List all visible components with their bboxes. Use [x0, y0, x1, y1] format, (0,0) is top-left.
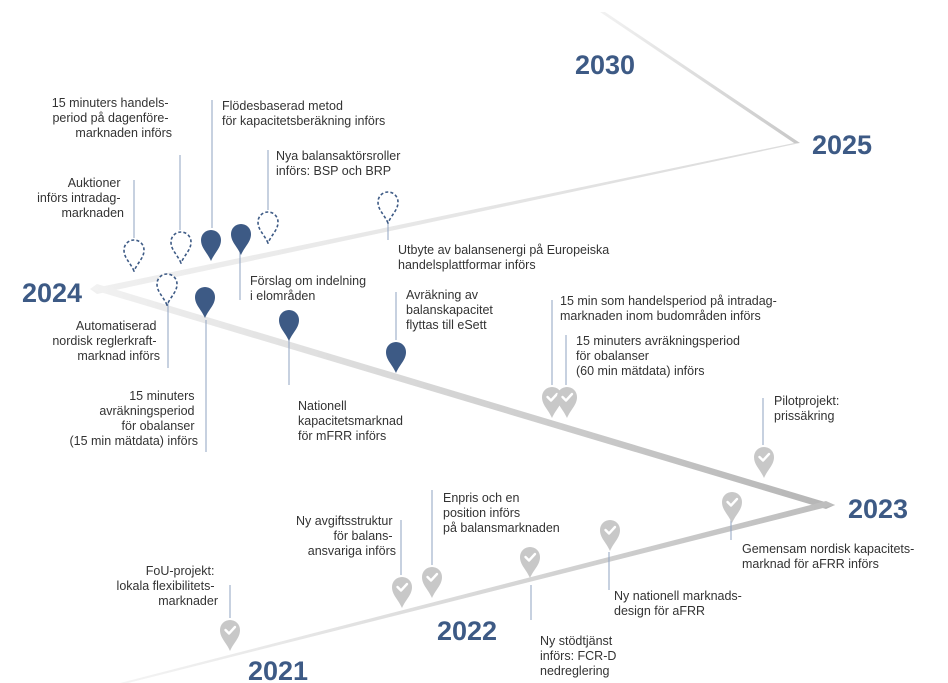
filled-pin-icon — [201, 230, 221, 261]
milestone-esett: Avräkning av balanskapacitet flyttas til… — [406, 288, 496, 332]
check-pin-icon — [555, 385, 579, 419]
milestone-elomraden: Förslag om indelning i elområden — [250, 274, 370, 303]
filled-pin-icon — [231, 224, 251, 255]
milestone-avgiftsstruktur: Ny avgiftsstruktur för balans- ansvariga… — [296, 514, 396, 558]
dashed-pin-icon — [123, 239, 145, 272]
year-2021: 2021 — [248, 656, 308, 683]
check-pin-icon — [720, 490, 744, 524]
year-2022: 2022 — [437, 616, 497, 646]
dashed-pin-icon — [257, 211, 279, 244]
milestone-mfrr: Nationell kapacitetsmarknad för mFRR inf… — [298, 399, 406, 443]
segment-2030-2025 — [600, 12, 800, 143]
check-pin-icon — [518, 545, 542, 579]
check-pin-icon — [218, 618, 242, 652]
milestone-intradag-budomraden: 15 min som handelsperiod på intradag- ma… — [560, 294, 780, 323]
segment-2024-2025 — [90, 143, 800, 294]
milestone-auktioner: Auktioner införs intradag- marknaden — [37, 176, 124, 220]
year-2024: 2024 — [22, 278, 82, 308]
milestone-afrr-design: Ny nationell marknads- design för aFRR — [614, 589, 745, 618]
filled-pin-icon — [386, 342, 406, 373]
milestone-fcrd: Ny stödtjänst införs: FCR-D nedreglering — [540, 634, 620, 678]
segment-2024-2023 — [90, 284, 835, 509]
milestone-balansaktorsroller: Nya balansaktörsroller införs: BSP och B… — [276, 149, 404, 178]
dashed-pin-icon — [156, 273, 178, 306]
year-2023: 2023 — [848, 494, 908, 524]
year-2030: 2030 — [575, 50, 635, 80]
milestone-avrakning-15min: 15 minuters avräkningsperiod för obalans… — [69, 389, 198, 448]
milestone-reglerkraftmarknad: Automatiserad nordisk reglerkraft- markn… — [52, 319, 160, 363]
leader-lines — [133, 100, 764, 620]
dashed-pin-icon — [170, 231, 192, 264]
check-pin-icon — [420, 565, 444, 599]
segment-2021-2023 — [120, 501, 835, 683]
check-pin-icon — [598, 518, 622, 552]
dashed-pin-icon — [377, 191, 399, 224]
milestone-avrakning-60min: 15 minuters avräkningsperiod för obalans… — [576, 334, 743, 378]
milestone-handelsperiod-dagenfore: 15 minuters handels- period på dagenföre… — [52, 96, 172, 140]
milestone-fou: FoU-projekt: lokala flexibilitets- markn… — [117, 564, 218, 608]
filled-pin-icon — [195, 287, 215, 318]
check-pin-icon — [390, 575, 414, 609]
timeline-path — [90, 12, 835, 683]
milestone-flodesbaserad: Flödesbaserad metod för kapacitetsberäkn… — [222, 99, 385, 128]
milestone-afrr-kapacitet: Gemensam nordisk kapacitets- marknad för… — [742, 542, 918, 571]
check-pin-icon — [752, 445, 776, 479]
year-2025: 2025 — [812, 130, 872, 160]
milestone-balansenergi: Utbyte av balansenergi på Europeiska han… — [398, 243, 613, 272]
filled-pin-icon — [279, 310, 299, 341]
milestone-enpris: Enpris och en position införs på balansm… — [443, 491, 560, 535]
milestone-prissakring: Pilotprojekt: prissäkring — [774, 394, 843, 423]
